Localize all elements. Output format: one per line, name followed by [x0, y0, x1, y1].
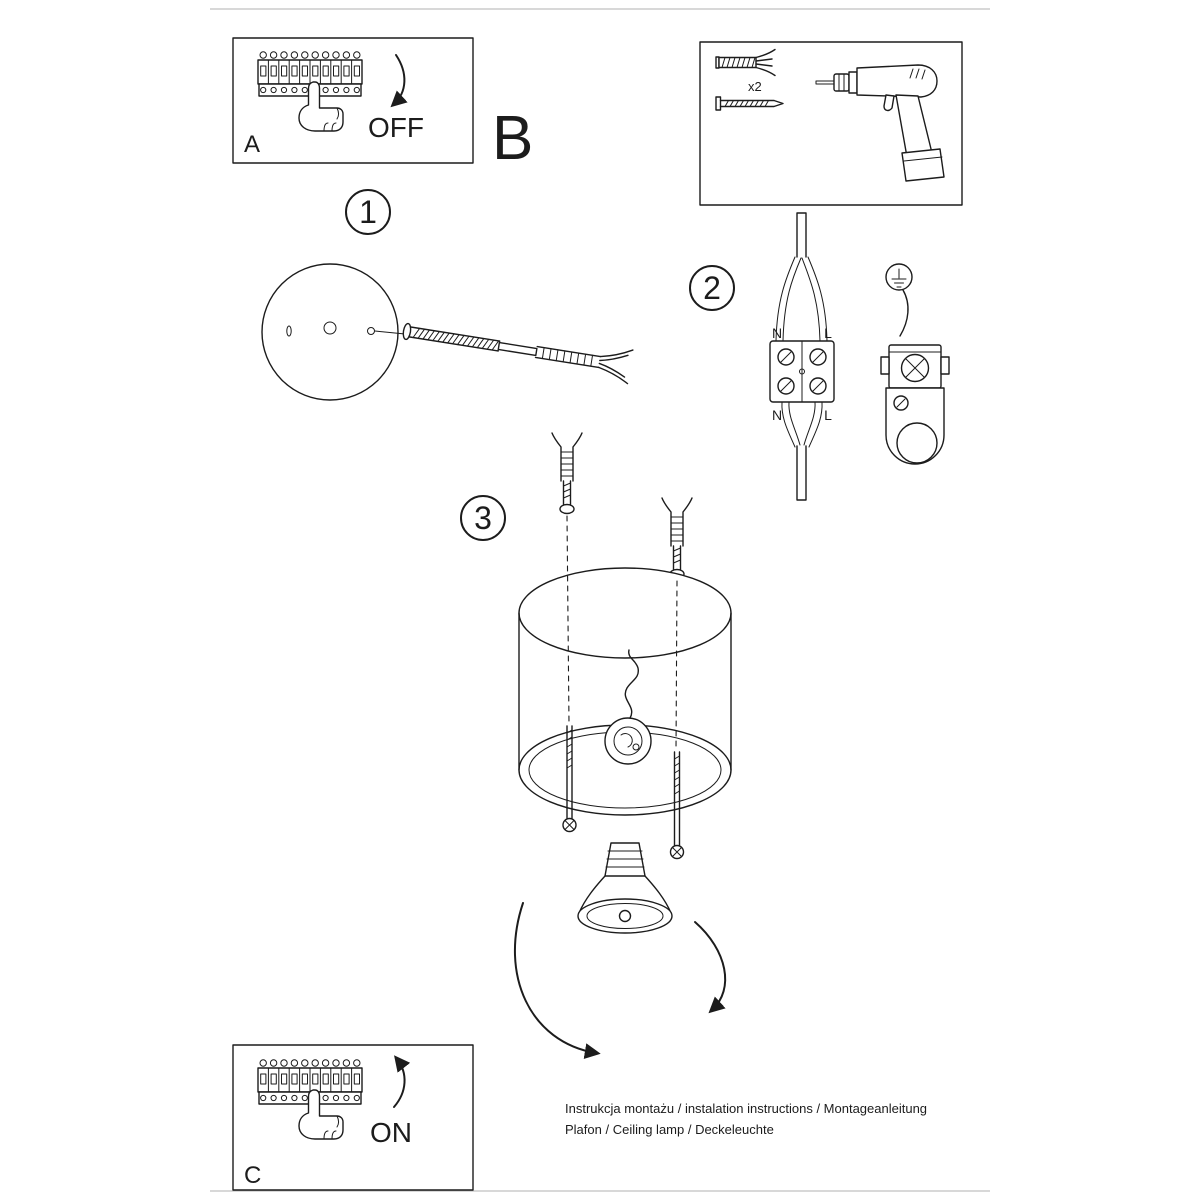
step1-number: 1 [359, 194, 377, 230]
gu10-socket [604, 649, 652, 765]
ceiling-plate [261, 263, 399, 401]
alignment-line-left [566, 515, 570, 725]
screw-icon [715, 96, 784, 111]
on-label: ON [370, 1117, 412, 1148]
anchor-left [551, 432, 583, 515]
step3-badge [460, 495, 506, 541]
rotate-arrow-left-icon [514, 902, 601, 1060]
wire-n-top-label: N [772, 325, 782, 341]
terminal-wiring: N L N L [769, 212, 835, 501]
caption-line2: Plafon / Ceiling lamp / Deckeleuchte [565, 1122, 774, 1137]
panel-a-letter: A [244, 131, 260, 158]
alignment-line-right [675, 580, 678, 751]
panel-a: OFF A [232, 37, 474, 164]
panel-c: ON C [232, 1044, 474, 1191]
spot-bulb [577, 842, 673, 934]
wall-plug-icon [715, 48, 776, 77]
wire-l-bottom-label: L [824, 407, 832, 423]
panel-a-frame [232, 37, 474, 164]
screw-with-anchor [402, 322, 634, 385]
interior-screw-left [562, 725, 577, 833]
panel-c-frame [232, 1044, 474, 1191]
earth-connection [880, 263, 950, 465]
anchor-right [661, 497, 693, 580]
off-label: OFF [368, 112, 424, 143]
earth-symbol-icon [885, 263, 913, 291]
step-2: 2 N L N L [689, 212, 950, 501]
step-3: 3 [460, 432, 732, 1060]
section-b-letter: B [492, 104, 533, 173]
lamp-holder [880, 344, 950, 465]
panel-c-letter: C [244, 1162, 261, 1189]
caption-line1: Instrukcja montażu / instalation instruc… [565, 1101, 927, 1116]
step2-number: 2 [703, 270, 721, 306]
rotate-arrow-right-icon [694, 921, 727, 1014]
tools-box: x2 [699, 41, 963, 206]
switch-off-arrow-icon [390, 54, 408, 108]
wire-n-bottom-label: N [772, 407, 782, 423]
wire-l-top-label: L [824, 325, 832, 341]
caption: Instrukcja montażu / instalation instruc… [565, 1101, 927, 1137]
switch-on-arrow-icon [393, 1055, 411, 1108]
step1-badge [345, 189, 391, 235]
step3-number: 3 [474, 500, 492, 536]
anchor-qty-label: x2 [748, 79, 762, 94]
drill-icon [815, 64, 945, 182]
step2-badge [689, 265, 735, 311]
step-1: 1 [261, 189, 634, 401]
interior-screw-right [669, 751, 685, 860]
